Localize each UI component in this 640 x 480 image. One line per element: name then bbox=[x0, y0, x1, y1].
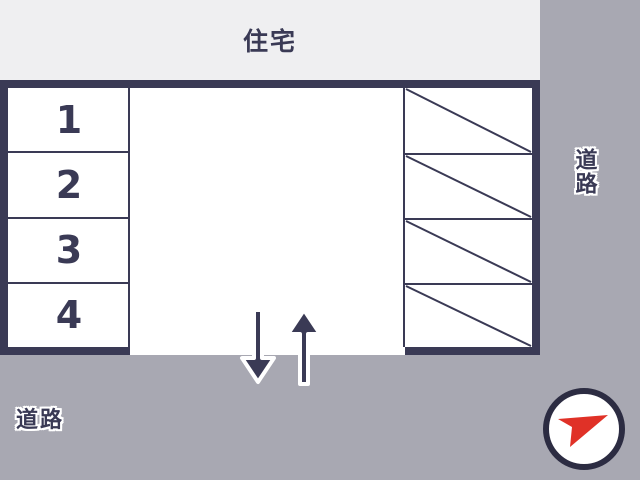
hatched-cell-1[interactable] bbox=[405, 88, 532, 153]
hatched-stall-block bbox=[405, 88, 532, 347]
lot-border-bottom-left bbox=[0, 347, 130, 355]
lot-border-bottom-right bbox=[405, 347, 540, 355]
diagonal-hatch-icon bbox=[405, 220, 532, 283]
hatched-cell-3[interactable] bbox=[405, 218, 532, 283]
road-label-right: 道路 bbox=[571, 148, 597, 196]
road-label-bottom: 道路 bbox=[16, 408, 65, 433]
entry-arrow bbox=[286, 310, 322, 386]
compass-needle-icon bbox=[558, 415, 608, 447]
traffic-flow-arrows bbox=[238, 310, 328, 392]
stall-number: 4 bbox=[55, 293, 83, 338]
lot-border-right bbox=[532, 80, 540, 355]
residence-label: 住宅 bbox=[242, 27, 297, 56]
parking-lot-frame: 1 2 3 4 bbox=[0, 80, 540, 362]
hatched-cell-2[interactable] bbox=[405, 153, 532, 218]
parking-stall-4[interactable]: 4 bbox=[8, 283, 130, 347]
diagonal-hatch-icon bbox=[405, 88, 532, 153]
stall-number: 3 bbox=[55, 228, 83, 273]
stall-number: 1 bbox=[55, 97, 83, 142]
parking-stall-1[interactable]: 1 bbox=[8, 88, 130, 154]
lot-border-left bbox=[0, 80, 8, 355]
lot-border-top bbox=[0, 80, 540, 88]
numbered-stall-block: 1 2 3 4 bbox=[8, 88, 130, 347]
exit-arrow bbox=[240, 310, 276, 384]
residence-band bbox=[0, 0, 540, 80]
parking-stall-3[interactable]: 3 bbox=[8, 218, 130, 284]
diagonal-hatch-icon bbox=[405, 155, 532, 218]
hatched-block-divider bbox=[403, 88, 405, 347]
compass-rose[interactable] bbox=[540, 385, 628, 473]
hatched-cell-4[interactable] bbox=[405, 283, 532, 347]
parking-stall-2[interactable]: 2 bbox=[8, 153, 130, 219]
stall-number: 2 bbox=[55, 162, 83, 207]
stall-block-divider bbox=[128, 88, 130, 347]
diagonal-hatch-icon bbox=[405, 285, 532, 347]
